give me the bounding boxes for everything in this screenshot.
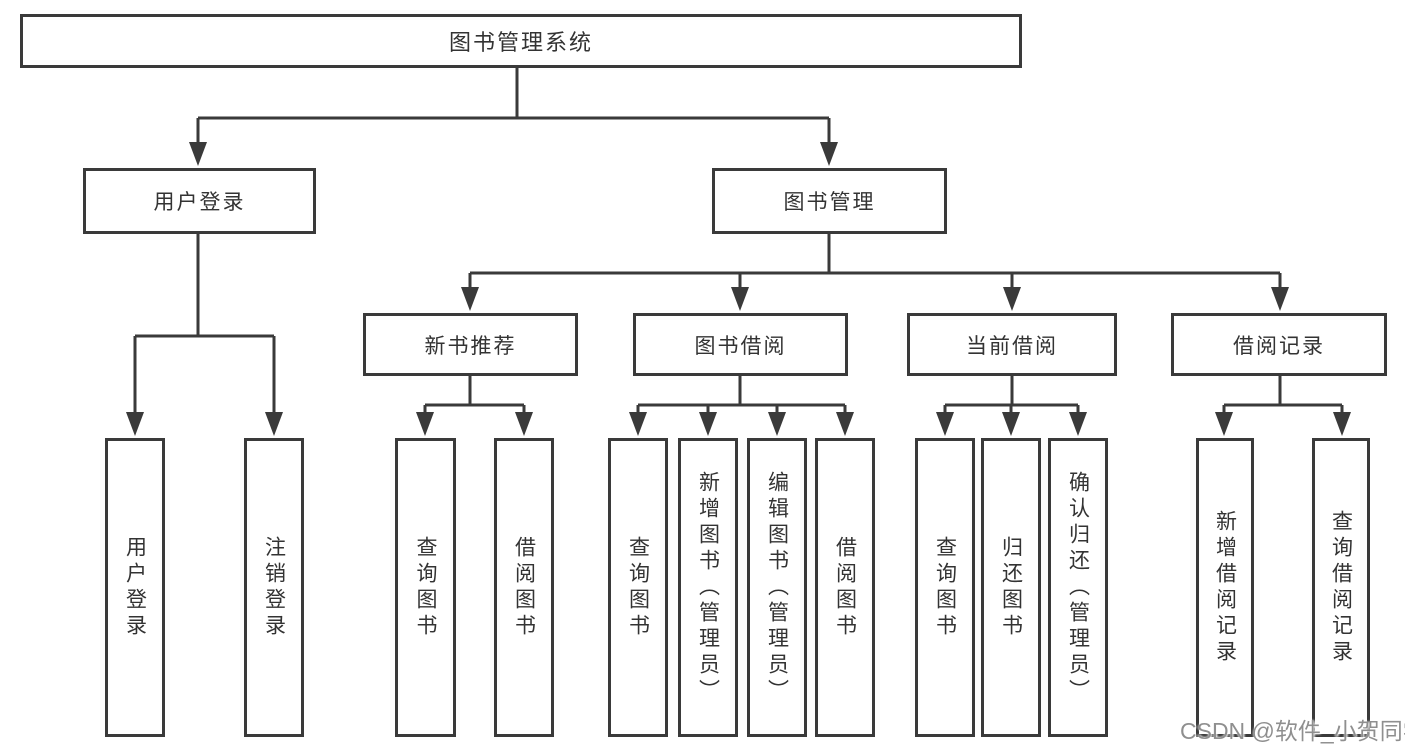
leaf-borrow-books: 借阅图书 [815, 438, 875, 737]
node-label: 当前借阅 [966, 334, 1058, 358]
node-current-borrowing: 当前借阅 [907, 313, 1117, 376]
node-user-login: 用户登录 [83, 168, 316, 234]
node-label: 新增借阅记录 [1213, 509, 1237, 666]
node-label: 查询图书 [626, 535, 650, 640]
leaf-query-books-borrow: 查询图书 [608, 438, 668, 737]
node-label: 借阅记录 [1233, 334, 1325, 358]
leaf-logout: 注销登录 [244, 438, 304, 737]
arrowheads [126, 142, 1351, 436]
leaf-borrow-books-recommend: 借阅图书 [494, 438, 554, 737]
node-label: 编辑图书（管理员） [765, 470, 789, 705]
node-borrowing-records: 借阅记录 [1171, 313, 1387, 376]
leaf-add-borrow-record: 新增借阅记录 [1196, 438, 1254, 737]
node-label: 借阅图书 [512, 535, 536, 640]
node-label: 用户登录 [153, 191, 246, 214]
node-label: 新增图书（管理员） [696, 470, 720, 705]
leaf-edit-books-admin: 编辑图书（管理员） [747, 438, 807, 737]
node-label: 确认归还（管理员） [1066, 470, 1090, 705]
node-label: 借阅图书 [833, 535, 857, 640]
leaf-return-books: 归还图书 [981, 438, 1041, 737]
node-label: 新书推荐 [424, 334, 517, 358]
node-new-book-recommendation: 新书推荐 [363, 313, 578, 376]
csdn-watermark: CSDN @软件_小贺同学 [1180, 718, 1405, 744]
node-label: 查询借阅记录 [1329, 509, 1353, 666]
node-book-borrowing: 图书借阅 [633, 313, 848, 376]
node-book-management: 图书管理 [712, 168, 947, 234]
node-label: 注销登录 [262, 535, 286, 640]
node-label: 图书管理系统 [448, 30, 593, 55]
leaf-confirm-return-admin: 确认归还（管理员） [1048, 438, 1108, 737]
node-label: 用户登录 [123, 535, 147, 640]
leaf-add-books-admin: 新增图书（管理员） [678, 438, 738, 737]
node-library-management-system: 图书管理系统 [20, 14, 1022, 68]
leaf-query-borrow-record: 查询借阅记录 [1312, 438, 1370, 737]
node-label: 图书借阅 [694, 334, 787, 358]
leaf-query-books-recommend: 查询图书 [395, 438, 456, 737]
node-label: 查询图书 [933, 535, 957, 640]
node-label: 查询图书 [414, 535, 437, 640]
leaf-user-login: 用户登录 [105, 438, 165, 737]
node-label: 归还图书 [999, 535, 1023, 640]
leaf-query-books-current: 查询图书 [915, 438, 975, 737]
node-label: 图书管理 [783, 191, 876, 214]
